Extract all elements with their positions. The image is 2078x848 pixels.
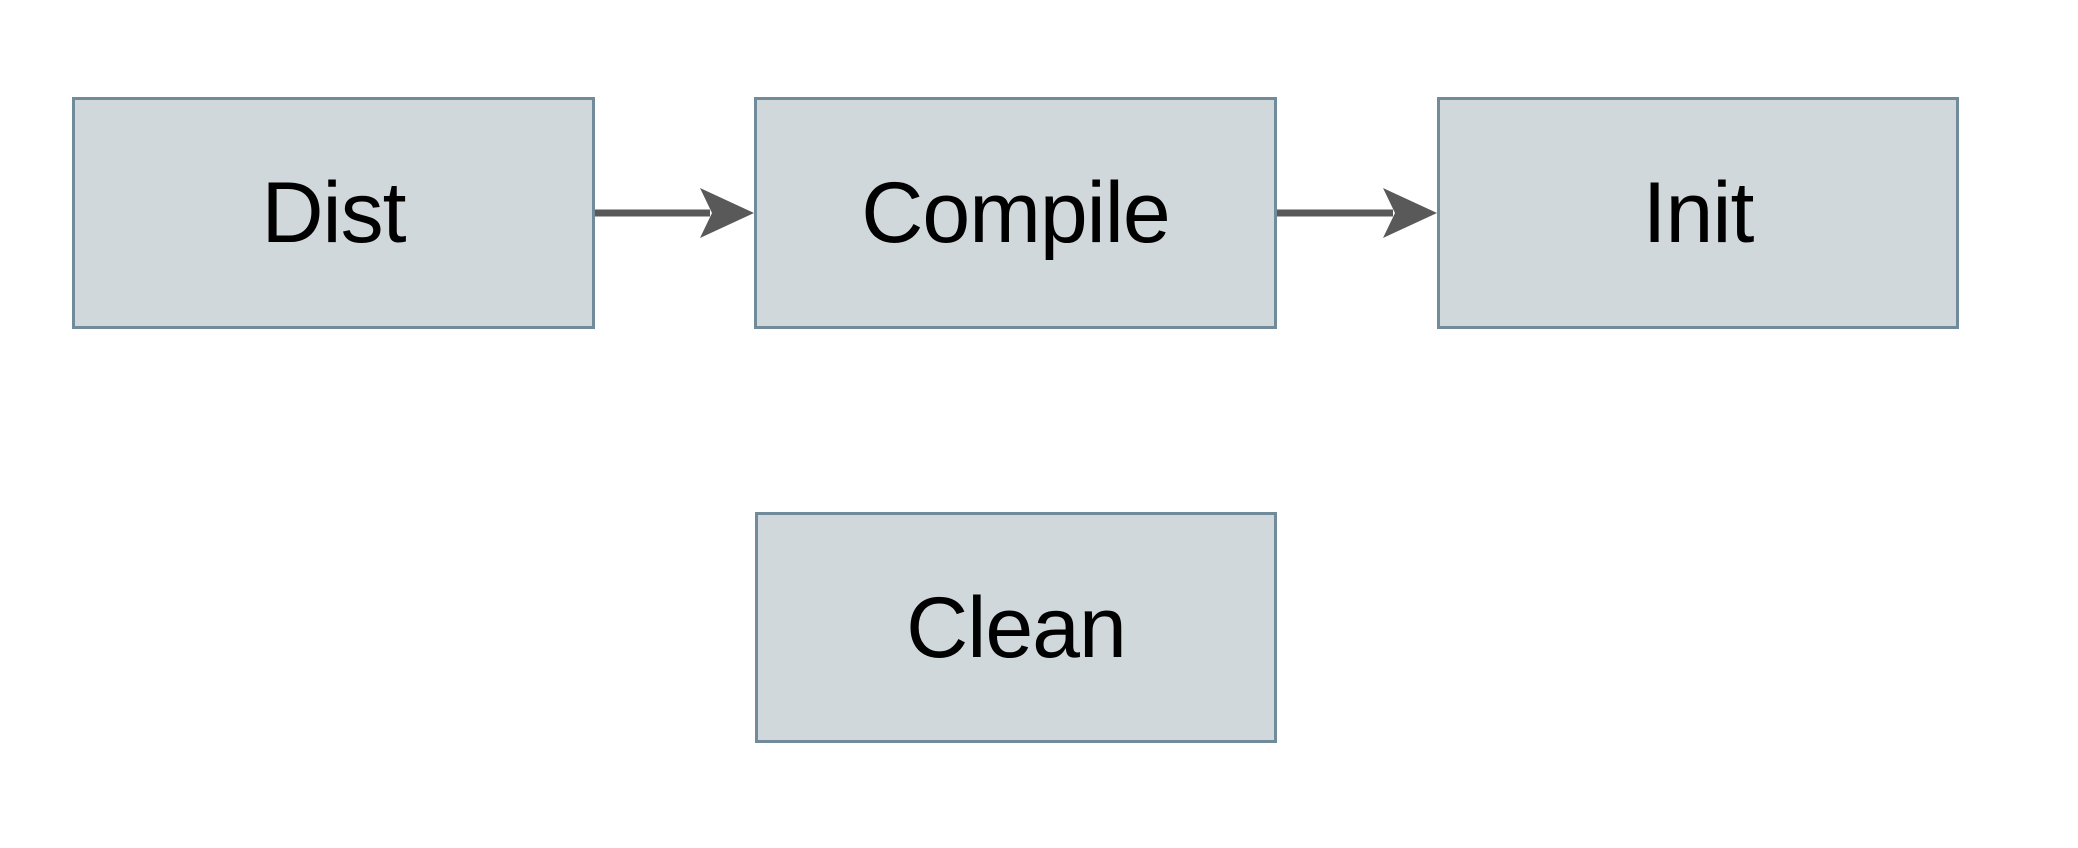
node-init[interactable]: Init [1437, 97, 1959, 329]
edge-compile-to-init [1277, 188, 1437, 238]
arrowhead-icon [700, 188, 754, 238]
node-label-init: Init [1642, 165, 1755, 261]
node-clean[interactable]: Clean [755, 512, 1277, 743]
arrowhead-icon [1383, 188, 1437, 238]
node-dist[interactable]: Dist [72, 97, 595, 329]
node-label-compile: Compile [861, 165, 1170, 261]
node-label-dist: Dist [261, 165, 406, 261]
node-compile[interactable]: Compile [754, 97, 1277, 329]
node-label-clean: Clean [906, 579, 1127, 676]
edge-dist-to-compile [595, 188, 754, 238]
